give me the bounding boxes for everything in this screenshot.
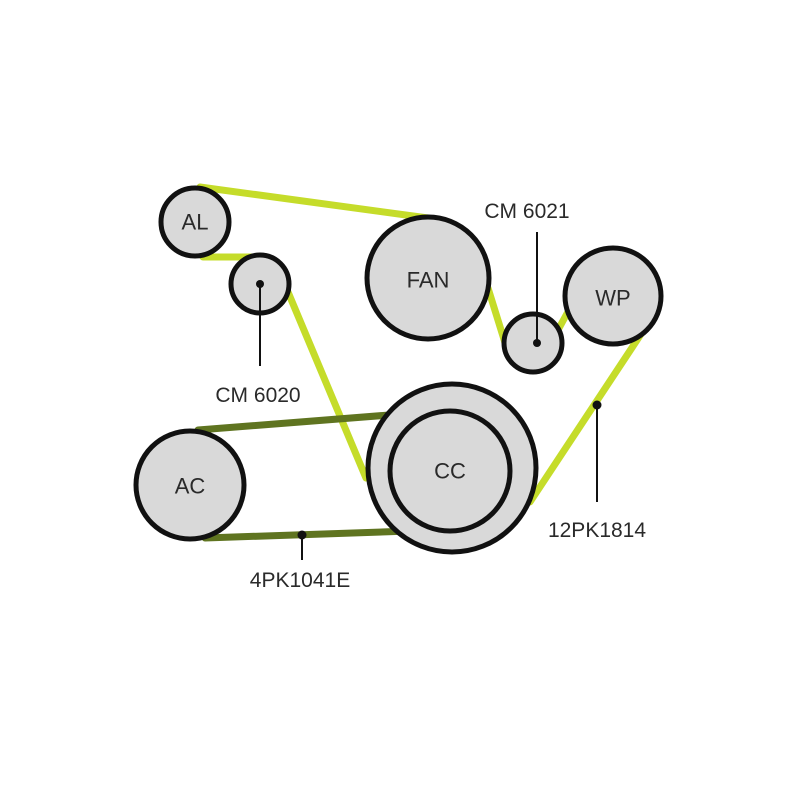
callout-dot-12pk [592, 400, 602, 410]
pulley-al [158, 185, 232, 259]
main-belt-12pk [196, 183, 649, 506]
pulley-wp-label: WP [595, 286, 630, 311]
pulley-fan [364, 214, 492, 342]
callout-dot-4pk [297, 530, 307, 540]
label-4pk1041e: 4PK1041E [250, 569, 350, 592]
pulley-al-label: AL [182, 210, 209, 235]
callout-dot-cm6021 [533, 339, 541, 347]
label-cm6021: CM 6021 [484, 200, 569, 223]
pulley-ac [133, 428, 247, 542]
pulley-cc-inner [387, 408, 513, 534]
pulley-fan-label: FAN [407, 268, 450, 293]
pulley-wp [562, 245, 664, 347]
label-cm6020: CM 6020 [215, 384, 300, 407]
callout-dot-cm6020 [256, 280, 264, 288]
pulley-cc-label: CC [434, 459, 466, 484]
pulley-ac-label: AC [175, 474, 206, 499]
label-12pk1814: 12PK1814 [548, 519, 646, 542]
